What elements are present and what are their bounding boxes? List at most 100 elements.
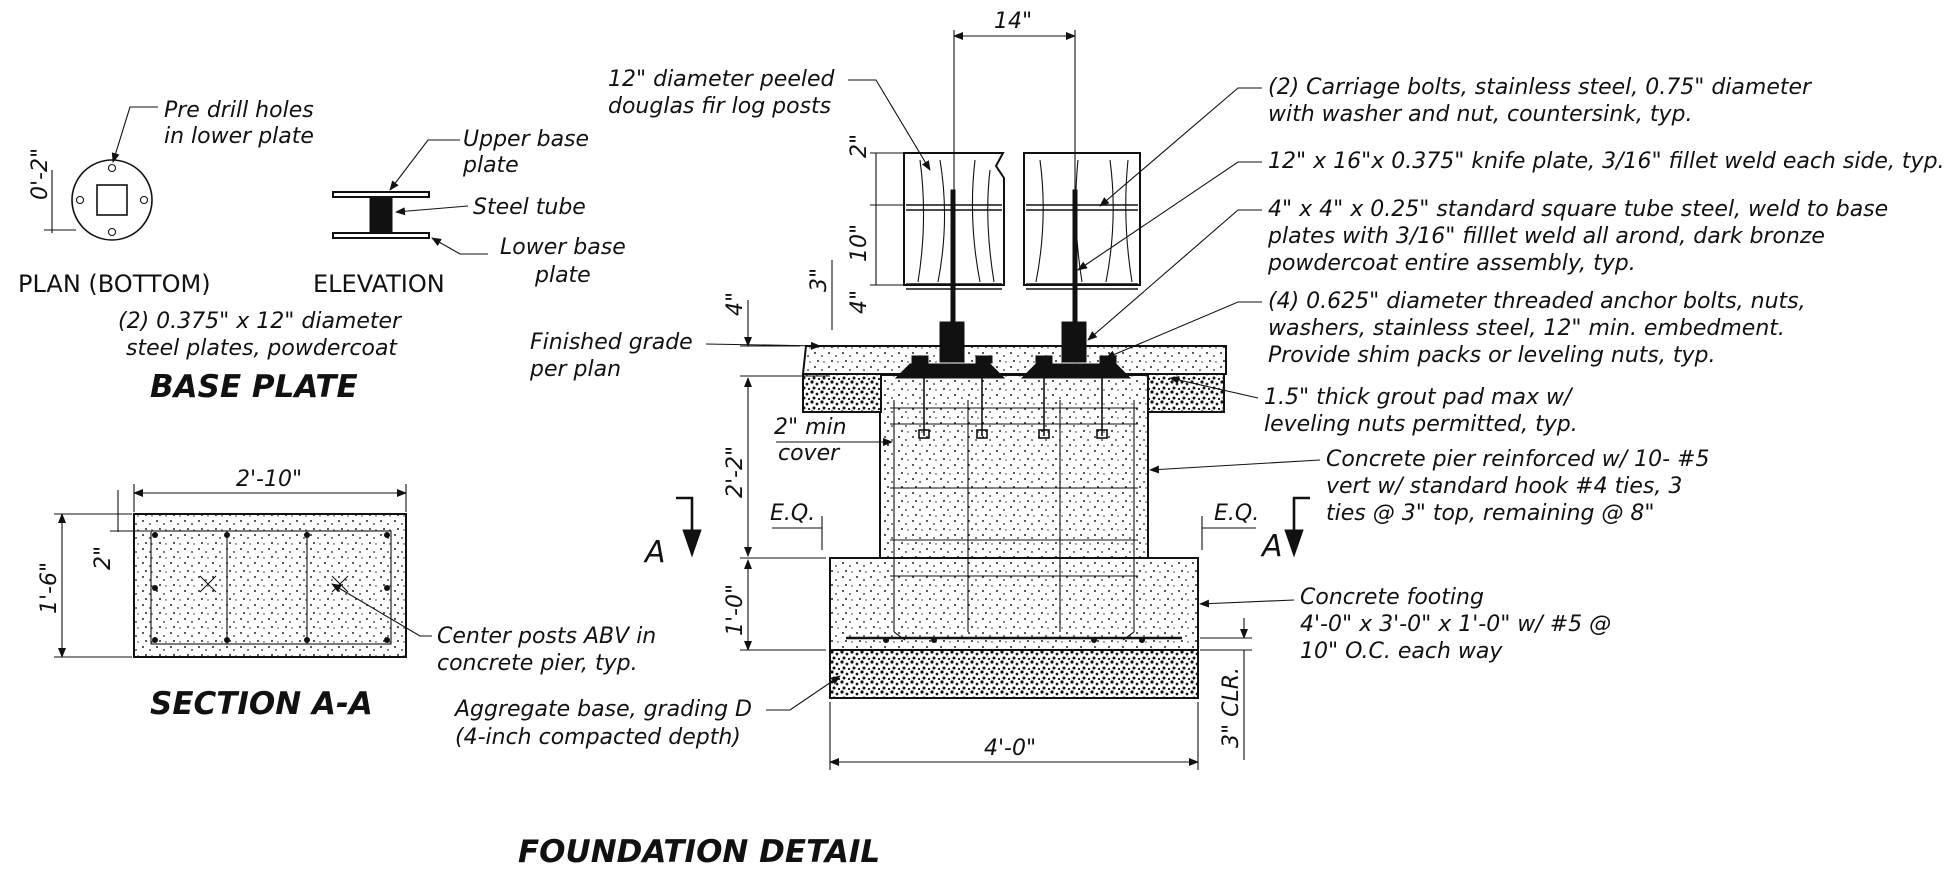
dim-14: 14" [994,9,1032,34]
section-aa-detail: 2'-10" 1'-6" 2" Center posts ABV in conc… [37,467,656,722]
aggregate-label-1: Aggregate base, grading D [453,697,752,722]
section-cut-a-right: A [1260,529,1283,564]
foundation-detail-title: FOUNDATION DETAIL [518,834,880,869]
eq-right: E.Q. [1214,501,1259,526]
anchor-nut [975,355,993,364]
base-plate-left [894,363,1006,379]
anchor-nut [1035,355,1053,364]
pier-leader [1149,459,1321,474]
plan-bottom-label: PLAN (BOTTOM) [18,270,211,298]
base-plate-right [1020,363,1132,379]
grout-pad-right [1147,373,1225,413]
dim-1-6: 1'-6" [37,562,62,614]
footing-rebar-dots [883,637,1145,643]
log-posts-leader [848,79,931,171]
steel-tube-elevation [369,196,393,234]
dim-4-grade: 4" [723,292,748,316]
section-cut-left [676,496,694,540]
lower-plate [332,232,430,239]
section-tie [150,530,392,645]
anchor-bolts-label-2: washers, stainless steel, 12" min. embed… [1268,316,1785,341]
square-tube-label-3: powdercoat entire assembly, typ. [1267,251,1636,276]
anchor-bolts-leader [1105,301,1262,359]
knife-plate-left [950,189,956,323]
eq-left: E.Q. [770,501,815,526]
center-posts-leader [331,583,432,637]
square-tube-left [939,321,965,363]
section-concrete [133,513,407,658]
plates-note-2: steel plates, powdercoat [126,336,398,361]
log-posts-label-2: douglas fir log posts [608,94,831,119]
log-posts-label-1: 12" diameter peeled [608,67,836,92]
pre-drill-label-1: Pre drill holes [164,98,314,123]
concrete-pier [879,374,1149,559]
center-posts-label-1: Center posts ABV in [437,624,656,649]
plan-hole [75,195,85,205]
footing-label-3: 10" O.C. each way [1300,639,1503,664]
concrete-footing [829,557,1199,651]
plan-tube-square [96,184,128,216]
dim-4-post: 4" [847,290,872,314]
elevation-label: ELEVATION [313,270,445,298]
section-cut-arrow-right [1284,529,1304,558]
anchor-bolts-label-3: Provide shim packs or leveling nuts, typ… [1268,343,1715,368]
pre-drill-leader [111,106,158,163]
dim-2-10: 2'-10" [236,467,302,492]
carriage-bolts-label-2: with washer and nut, countersink, typ. [1268,102,1693,127]
plan-hole [107,227,117,237]
footing-label-1: Concrete footing [1300,585,1484,610]
upper-plate-label-1: Upper base [463,127,589,152]
aggregate-base [829,649,1199,699]
dim-3-clr: 3" CLR. [1219,667,1244,748]
pier-label-2: vert w/ standard hook #4 ties, 3 [1326,474,1682,499]
upper-plate-leader [389,139,460,191]
square-tube-leader [1087,209,1262,341]
dim-10-post: 10" [847,224,872,262]
min-cover-label-2: cover [778,441,841,466]
plates-note-1: (2) 0.375" x 12" diameter [118,309,403,334]
min-cover-label-1: 2" min [774,415,847,440]
square-tube-label-1: 4" x 4" x 0.25" standard square tube ste… [1268,197,1888,222]
center-posts-label-2: concrete pier, typ. [437,651,638,676]
section-aa-title: SECTION A-A [150,686,373,722]
footing-label-2: 4'-0" x 3'-0" x 1'-0" w/ #5 @ [1300,612,1611,637]
anchor-bolts-label-1: (4) 0.625" diameter threaded anchor bolt… [1268,289,1806,314]
grout-pad-label-1: 1.5" thick grout pad max w/ [1264,385,1574,410]
finished-grade-slab [801,345,1227,375]
finished-grade-label-1: Finished grade [530,330,693,355]
aggregate-label-2: (4-inch compacted depth) [455,725,741,750]
dim-2-section: 2" [91,546,116,570]
steel-tube-label: Steel tube [473,195,586,220]
dim-2-post: 2" [847,134,872,158]
section-cut-arrow-left [682,529,702,558]
section-cut-right [1292,496,1310,540]
finished-grade-label-2: per plan [529,357,621,382]
foundation-detail: 14" 2" 10" 4" 3" 4" 2'-2" 1'-0" 4'-0" 3 [453,9,1945,869]
pier-label-1: Concrete pier reinforced w/ 10- #5 [1326,447,1709,472]
square-tube-right [1061,321,1087,363]
section-cut-a-left: A [643,535,666,570]
dim-3-post: 3" [807,268,832,292]
dim-2-2: 2'-2" [723,446,748,498]
dim-1-0: 1'-0" [723,584,748,636]
carriage-bolts-label-1: (2) Carriage bolts, stainless steel, 0.7… [1268,75,1813,100]
dim-0-2: 0'-2" [28,148,53,200]
lower-plate-label-1: Lower base [500,235,626,260]
post-center-mark [199,575,217,593]
plan-hole [107,163,117,173]
pre-drill-label-2: in lower plate [164,124,314,149]
aggregate-leader [766,675,841,711]
dim-4-0: 4'-0" [984,736,1036,761]
square-tube-label-2: plates with 3/16" filllet weld all arond… [1267,224,1825,249]
section-rebar [152,532,390,643]
carriage-bolts [906,204,1138,290]
footing-leader [1199,599,1295,608]
grout-pad-label-2: leveling nuts permitted, typ. [1264,412,1578,437]
finished-grade-leader [705,341,821,350]
base-plate-title: BASE PLATE [150,369,358,405]
carriage-bolts-leader [1099,87,1262,207]
steel-tube-leader [395,205,469,216]
knife-plate-leader [1077,161,1262,271]
upper-plate [332,191,430,198]
